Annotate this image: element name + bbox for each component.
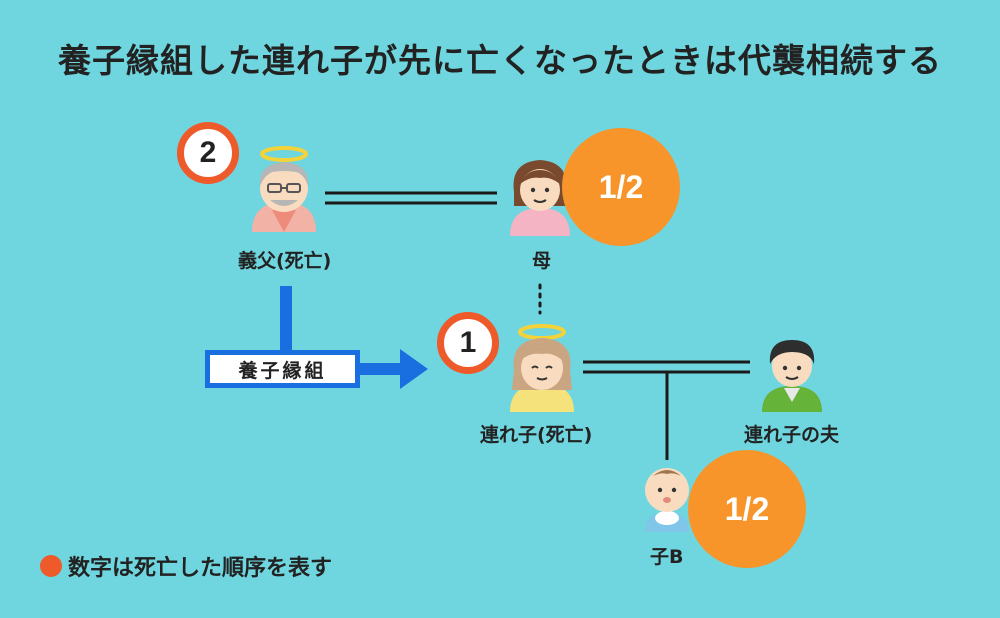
child-b-icon bbox=[645, 468, 689, 532]
adoption-arrow-head bbox=[400, 349, 428, 389]
legend-dot-icon bbox=[40, 555, 62, 577]
adoption-arrow-shaft bbox=[355, 363, 405, 375]
adoption-label: 養子縁組 bbox=[238, 359, 327, 382]
child-b-share-circle: 1/2 bbox=[688, 450, 806, 568]
adoptive-father-icon bbox=[252, 146, 316, 232]
stepchild-icon bbox=[510, 324, 574, 412]
page-title: 養子縁組した連れ子が先に亡くなったときは代襲相続する bbox=[58, 41, 942, 80]
mother-icon bbox=[510, 160, 570, 236]
adoption-arrow-stem bbox=[280, 286, 292, 356]
stepchild-husband-icon bbox=[762, 340, 822, 412]
death-order-badge-1: 1 bbox=[437, 312, 499, 374]
adoption-label-box: 養子縁組 bbox=[205, 350, 360, 388]
death-order-badge-2: 2 bbox=[177, 122, 239, 184]
stepchild-label: 連れ子(死亡) bbox=[480, 424, 593, 446]
adoptive-father-label: 義父(死亡) bbox=[238, 250, 332, 272]
legend-text: 数字は死亡した順序を表す bbox=[68, 556, 333, 581]
legend: 数字は死亡した順序を表す bbox=[40, 550, 332, 582]
mother-label: 母 bbox=[532, 250, 552, 272]
child-b-label: 子B bbox=[650, 546, 684, 568]
mother-share-circle: 1/2 bbox=[562, 128, 680, 246]
stepchild-husband-label: 連れ子の夫 bbox=[744, 424, 840, 446]
